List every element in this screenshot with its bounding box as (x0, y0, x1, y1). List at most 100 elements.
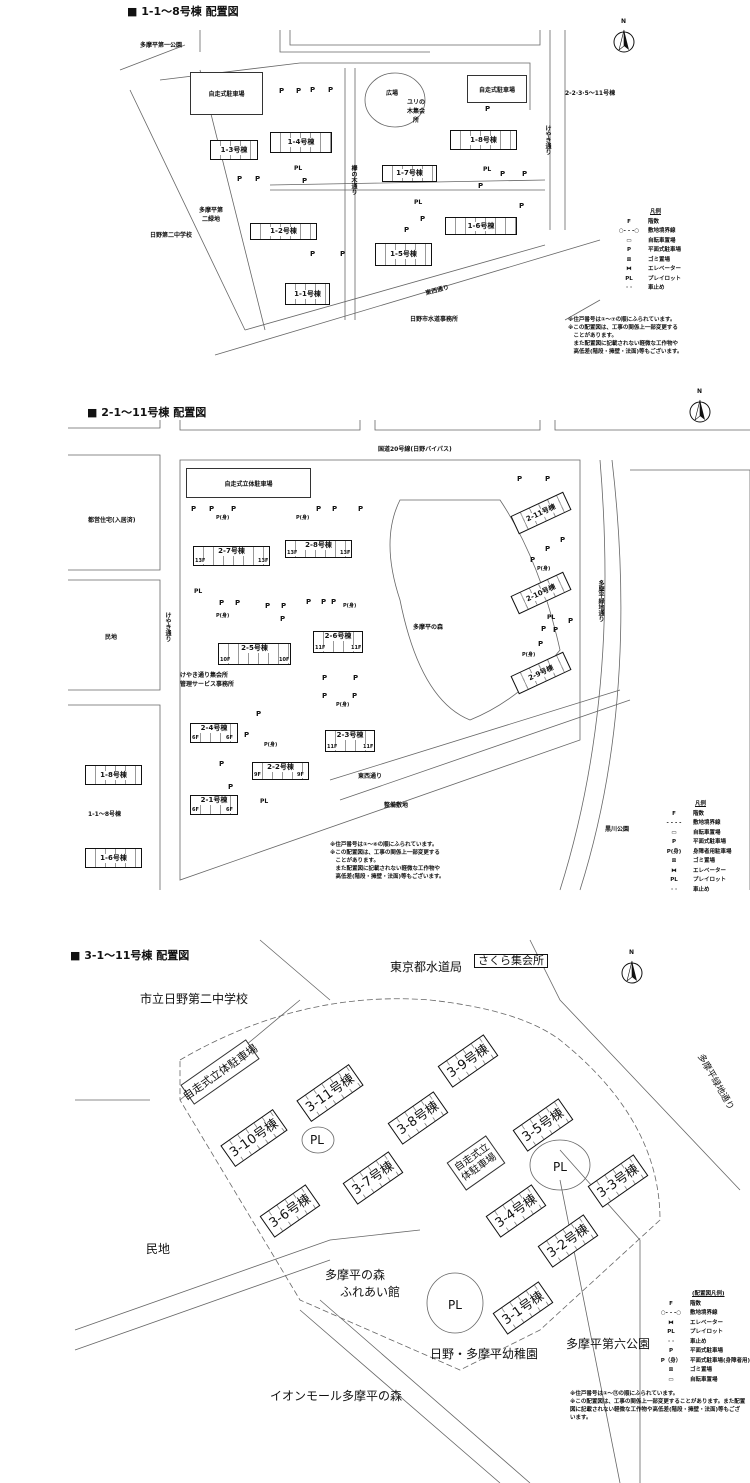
floor-count: 9F (254, 772, 261, 778)
parking-mark: P (279, 87, 285, 95)
legend-label: 車止め (690, 1338, 707, 1345)
legend-label: 平面式駐車場 (648, 247, 682, 253)
parking-mark: P (553, 626, 559, 634)
legend-label: 自転車置場 (648, 237, 676, 244)
building-2-5号棟[interactable]: 2-5号棟 (218, 643, 291, 665)
map-title: ■ 2-1～11号棟 配置図 (87, 406, 207, 419)
parking-accessible-mark: P(身) (296, 515, 310, 521)
legend-title: 凡例 (695, 801, 707, 807)
legend-symbol: - - - - (666, 820, 682, 826)
map-label: PL (194, 588, 203, 595)
building-label: 2-1号棟 (199, 796, 229, 805)
building-1-8号棟[interactable]: 1-8号棟 (450, 130, 517, 150)
parking-garage[interactable]: 自走式駐車場 (190, 72, 263, 115)
parking-mark: P (306, 598, 312, 606)
map-notes: ※住戸番号は①～⑪の順にふられています。※この配置図は、工事の関係上一部変更する… (570, 1390, 745, 1422)
map-label: 整備敷地 (384, 802, 409, 809)
floor-count: 11F (351, 645, 362, 651)
legend-item: ⊠ゴミ置場 (610, 256, 750, 266)
map-label: 東京都水道局 (390, 960, 463, 974)
legend-symbol: P (668, 1348, 674, 1354)
legend-symbol: · · (625, 285, 633, 291)
legend-label: エレベーター (690, 1319, 724, 1326)
parking-mark: P (568, 617, 574, 625)
north-label: N (629, 949, 635, 956)
building-label: 2-8号棟 (304, 541, 333, 550)
building-1-7号棟[interactable]: 1-7号棟 (382, 165, 437, 182)
map-label: けやき通り (544, 125, 551, 155)
building-label: 1-6号棟 (466, 221, 496, 231)
parking-mark: P (331, 598, 337, 606)
map-label: PL (483, 166, 492, 173)
legend-symbol: P (626, 247, 632, 253)
note-line: ※この配置図は、工事の関係上一部変更する (568, 325, 678, 331)
legend-symbol: PL (667, 1329, 675, 1335)
legend-symbol: F (669, 1300, 673, 1307)
legend-label: プレイロット (648, 275, 682, 282)
note-line: 高低差(階段・擁壁・法面)等もございます。 (330, 874, 445, 880)
building-2-6号棟[interactable]: 2-6号棟 (313, 631, 363, 653)
parking-mark: P (321, 598, 327, 606)
parking-mark: P (281, 602, 287, 610)
floor-count: 11F (327, 744, 338, 750)
parking-mark: P (191, 505, 197, 513)
map-label: 広場 (386, 90, 399, 97)
parking-mark: P (316, 505, 322, 513)
map-label: けやき通り集会所 (180, 672, 229, 679)
map-label: PL (448, 1298, 462, 1312)
building-1-6号棟[interactable]: 1-6号棟 (85, 848, 142, 868)
note-line: ※住戸番号は①～⑧の順にふられています。 (330, 842, 438, 848)
parking-mark: P (302, 177, 308, 185)
building-1-4号棟[interactable]: 1-4号棟 (270, 132, 332, 153)
parking-mark: P (420, 215, 426, 223)
parking-accessible-mark: P(身) (216, 613, 230, 619)
building-label: 2-7号棟 (217, 547, 246, 556)
parking-mark: P (219, 760, 225, 768)
parking-accessible-mark: P(身) (264, 742, 278, 748)
legend-symbol: · · (667, 1338, 675, 1345)
legend-label: 車止め (648, 285, 665, 291)
floor-count: 11F (315, 645, 326, 651)
building-2-8号棟[interactable]: 2-8号棟 (285, 540, 352, 558)
legend-item: ⊠ ゴミ置場 (655, 857, 750, 867)
map-label: ふれあい館 (340, 1285, 401, 1299)
floor-count: 10F (279, 657, 290, 663)
map-label: PL (553, 1160, 567, 1174)
parking-accessible-mark: P(身) (522, 652, 536, 658)
building-1-5号棟[interactable]: 1-5号棟 (375, 243, 432, 266)
map-label: 多摩平緑地通り (597, 580, 604, 622)
note-line: ことがあります。 (568, 333, 617, 339)
building-2-3号棟[interactable]: 2-3号棟 (325, 730, 375, 752)
map-label: けやき通り (164, 612, 171, 642)
parking-mark: P (328, 86, 334, 94)
parking-mark: P (560, 536, 566, 544)
legend-item: ⊠ゴミ置場 (652, 1366, 750, 1376)
parking-garage[interactable]: 自走式駐車場 (467, 75, 527, 103)
map-label: 日野市水道事務所 (410, 316, 459, 323)
legend-label: 階数 (693, 810, 705, 817)
legend-symbol: ⊠ (671, 858, 677, 864)
legend-item: ▭自転車置場 (655, 829, 750, 839)
building-2-2号棟[interactable]: 2-2号棟 (252, 762, 309, 780)
map-label: PL (547, 614, 556, 621)
parking-garage[interactable]: 自走式立体駐車場 (186, 468, 311, 498)
legend-symbol: PL (625, 275, 633, 282)
building-1-6号棟[interactable]: 1-6号棟 (445, 217, 517, 235)
building-1-1号棟[interactable]: 1-1号棟 (285, 283, 330, 305)
map-label: PL (294, 165, 303, 172)
floor-count: 13F (287, 550, 298, 556)
legend-label: ゴミ置場 (693, 858, 716, 864)
building-2-7号棟[interactable]: 2-7号棟 (193, 546, 270, 566)
parking-mark: P (219, 599, 225, 607)
building-1-2号棟[interactable]: 1-2号棟 (250, 223, 317, 240)
legend-item: · ·車止め (655, 886, 750, 896)
building-1-8号棟[interactable]: 1-8号棟 (85, 765, 142, 785)
map-label: 1-1～8号棟 (88, 811, 122, 818)
building-1-3号棟[interactable]: 1-3号棟 (210, 140, 258, 160)
building-label: 1-6号棟 (99, 853, 128, 863)
parking-mark: P (322, 674, 328, 682)
